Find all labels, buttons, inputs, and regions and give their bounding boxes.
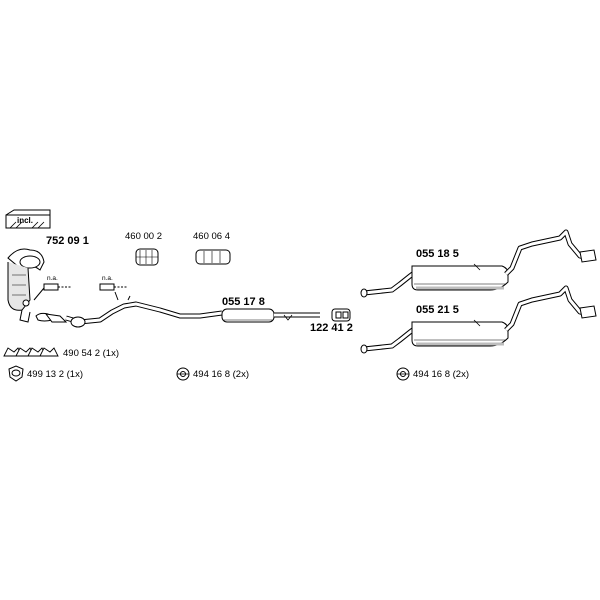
na-label-1: n.a. [47, 275, 58, 282]
na-label-2: n.a. [102, 275, 113, 282]
rubber-mount-icon-right [396, 367, 410, 381]
gasket-set-icon [3, 347, 59, 357]
ring-gasket-icon [8, 365, 24, 382]
legend-mount-left: 494 16 8 (2x) [193, 369, 249, 380]
front-pipe [35, 295, 223, 328]
part-number-middle-silencer: 055 17 8 [222, 296, 265, 308]
middle-silencer [221, 308, 320, 323]
gasket-460002 [135, 248, 159, 266]
rear-silencer-bottom [360, 285, 597, 354]
incl-label: incl. [17, 216, 34, 225]
gasket-460064 [195, 249, 231, 265]
rear-silencer-top [360, 229, 597, 298]
catalyst-assembly [7, 248, 45, 323]
legend-mount-right: 494 16 8 (2x) [413, 369, 469, 380]
part-number-gasket-b: 460 06 4 [193, 231, 230, 242]
oxygen-sensor-2 [99, 283, 128, 301]
part-number-clamp: 122 41 2 [310, 322, 353, 334]
incl-box-icon [5, 209, 51, 229]
part-number-gasket-a: 460 00 2 [125, 231, 162, 242]
legend-ring-gasket: 499 13 2 (1x) [27, 369, 83, 380]
part-number-rear-silencer-top: 055 18 5 [416, 248, 459, 260]
part-number-catalyst: 752 09 1 [46, 235, 89, 247]
oxygen-sensor-1 [33, 283, 72, 301]
rubber-mount-icon-left [176, 367, 190, 381]
clamp-122412 [331, 308, 351, 322]
legend-gasket-set: 490 54 2 (1x) [63, 348, 119, 359]
part-number-rear-silencer-bottom: 055 21 5 [416, 304, 459, 316]
